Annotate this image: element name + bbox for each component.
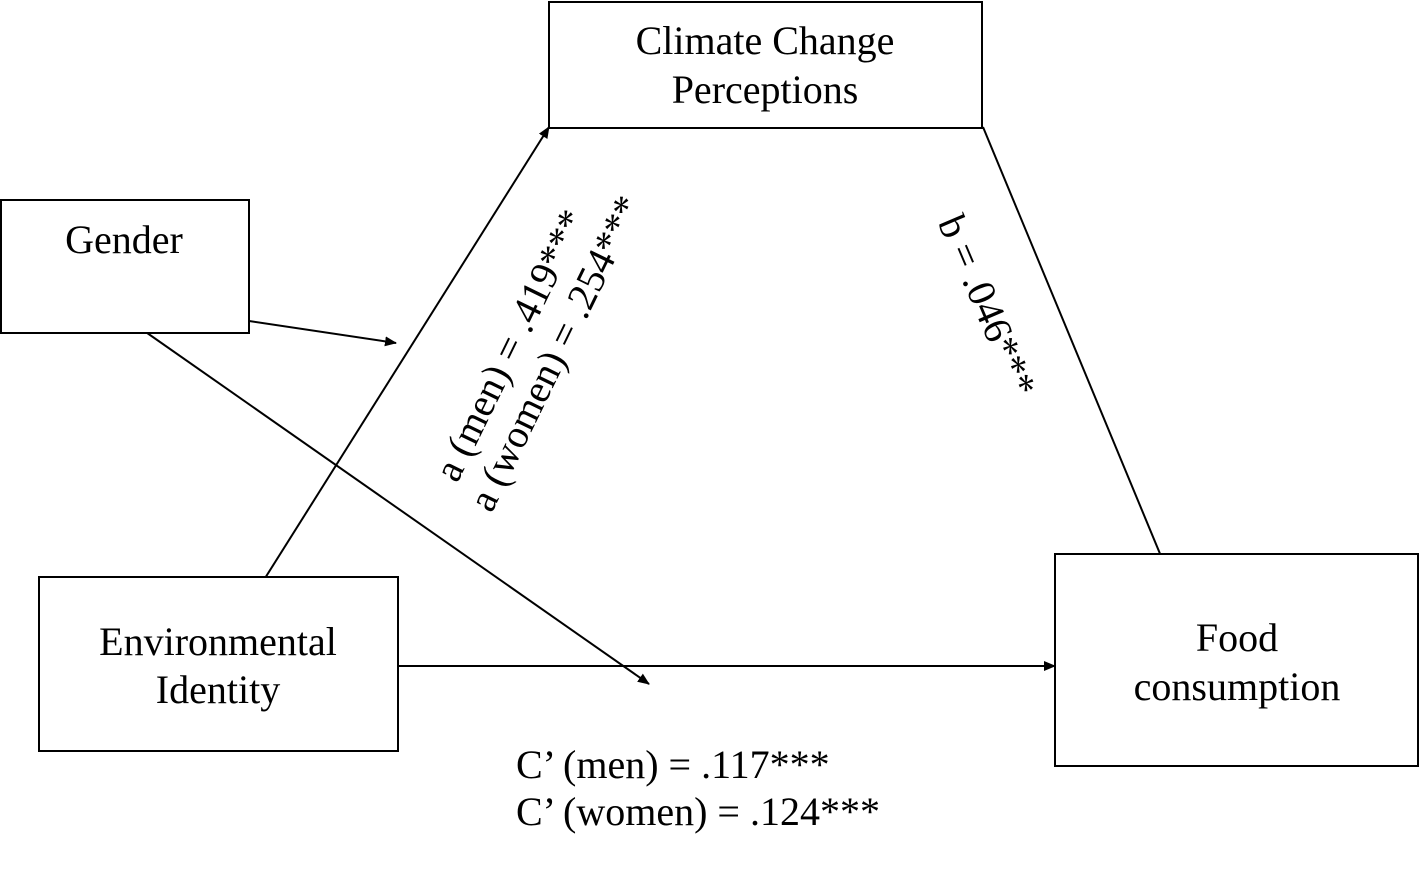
node-climate-change-perceptions: Climate Change Perceptions bbox=[548, 1, 983, 129]
arrow-climate-to-food bbox=[982, 126, 1169, 574]
arrow-environment-to-climate bbox=[249, 126, 550, 603]
node-environment-line2: Identity bbox=[156, 667, 280, 712]
node-environmental-identity: Environmental Identity bbox=[38, 576, 399, 752]
node-environment-line1: Environmental bbox=[99, 619, 337, 664]
node-food-consumption: Food consumption bbox=[1054, 553, 1419, 767]
node-food-line2: consumption bbox=[1134, 664, 1341, 709]
node-gender-label: Gender bbox=[65, 217, 183, 262]
arrow-gender-moderates-a-path bbox=[248, 320, 397, 347]
node-food-line1: Food bbox=[1196, 615, 1278, 660]
arrow-gender-moderates-c-prime-path bbox=[129, 320, 650, 685]
node-climate-line2: Perceptions bbox=[672, 67, 859, 112]
label-c-prime-men: C’ (men) = .117*** bbox=[516, 742, 830, 787]
node-climate-line1: Climate Change bbox=[636, 18, 895, 63]
node-gender: Gender bbox=[0, 199, 250, 334]
label-c-prime-women: C’ (women) = .124*** bbox=[516, 789, 880, 834]
